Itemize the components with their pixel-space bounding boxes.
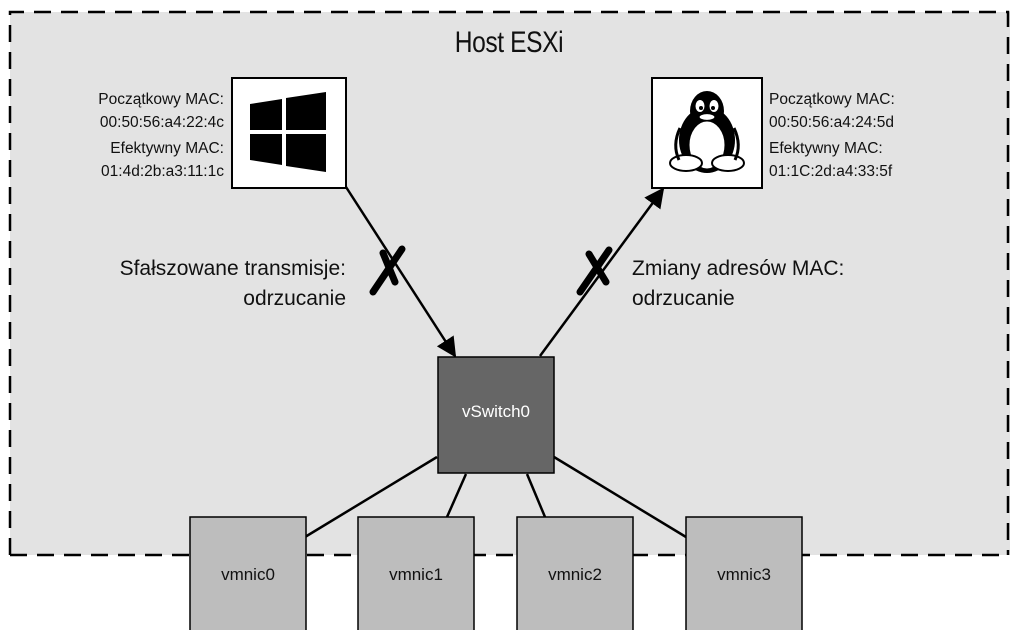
vmnic3-box[interactable] [685, 516, 803, 630]
linux-tux-icon [669, 91, 745, 173]
vmnic2-box[interactable] [516, 516, 634, 630]
linux-initial-mac-label: Początkowy MAC: [769, 91, 895, 108]
linux-effective-mac-label: Efektywny MAC: [769, 140, 883, 157]
windows-initial-mac-value: 00:50:56:a4:22:4c [99, 114, 224, 131]
linux-initial-mac-value: 00:50:56:a4:24:5d [769, 114, 894, 131]
mac-changes-label: Zmiany adresów MAC: [632, 257, 845, 280]
mac-changes-policy: Zmiany adresów MAC: odrzucanie [632, 254, 892, 314]
windows-effective-mac-value: 01:4d:2b:a3:11:1c [101, 163, 224, 180]
blocked-forged-transmits-x-icon [369, 245, 406, 296]
windows-effective-mac-label: Efektywny MAC: [110, 140, 224, 157]
vmnic3-label: vmnic3 [717, 565, 771, 584]
windows-logo-icon [250, 92, 326, 172]
forged-transmits-label: Sfałszowane transmisje: [119, 257, 346, 280]
forged-transmits-value: odrzucanie [243, 287, 346, 310]
linux-effective-mac-value: 01:1C:2d:a4:33:5f [769, 163, 893, 180]
host-esxi-title: Host ESXi [454, 26, 564, 59]
host-esxi-border [8, 10, 1010, 557]
vmnic0-box[interactable] [189, 516, 307, 630]
vswitch0-label: vSwitch0 [461, 402, 531, 421]
windows-vm-box[interactable] [231, 77, 347, 189]
vmnic0-label: vmnic0 [221, 565, 275, 584]
linux-vm-mac-info: Początkowy MAC: 00:50:56:a4:24:5d Efekty… [769, 88, 929, 183]
vswitch-uplinks [304, 455, 687, 539]
windows-initial-mac-label: Początkowy MAC: [98, 91, 224, 108]
vswitch0-box[interactable] [437, 356, 555, 474]
vmnic1-label: vmnic1 [389, 565, 443, 584]
mac-changes-value: odrzucanie [632, 287, 735, 310]
vmnic2-label: vmnic2 [548, 565, 602, 584]
forged-transmits-policy: Sfałszowane transmisje: odrzucanie [90, 254, 346, 314]
windows-vm-mac-info: Początkowy MAC: 00:50:56:a4:22:4c Efekty… [78, 88, 224, 183]
vmnic1-box[interactable] [357, 516, 475, 630]
blocked-mac-changes-x-icon [576, 246, 613, 296]
link-windows-to-vswitch [344, 186, 457, 358]
